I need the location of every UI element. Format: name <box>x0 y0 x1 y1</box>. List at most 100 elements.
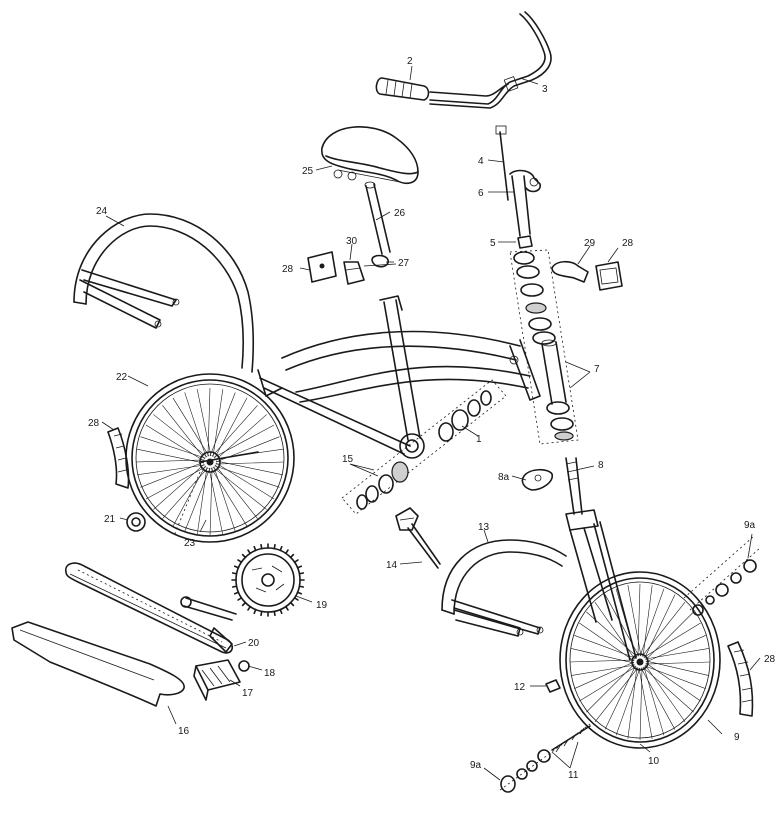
rear-wheel-spoke <box>162 467 209 519</box>
callout-11: 11 <box>568 770 579 781</box>
chainring-tooth <box>296 591 303 595</box>
front-wheel-spoke <box>642 666 694 713</box>
rear-wheel-spoke <box>215 414 267 461</box>
callout-19: 19 <box>316 600 328 611</box>
callout-1: 1 <box>476 434 482 445</box>
callout-12: 12 <box>514 682 526 693</box>
seat-reflector <box>307 251 337 283</box>
chainring <box>231 543 305 617</box>
callout-30: 30 <box>346 236 358 247</box>
front-wheel-spoke <box>579 666 637 702</box>
crank <box>180 596 250 672</box>
chainring-tooth <box>260 610 263 617</box>
rear-wheel-spoke <box>145 466 207 500</box>
front-wheel-spoke <box>570 648 635 664</box>
chainring-tooth <box>296 565 303 569</box>
rear-wheel-spoke <box>213 466 236 532</box>
front-wheel-spoke <box>645 661 711 665</box>
chainring-tooth <box>237 559 243 564</box>
fork-lock-clip <box>521 468 553 491</box>
chainring-tooth <box>233 591 240 595</box>
rear-wheel-spoke <box>153 414 208 458</box>
chainring-tooth <box>237 596 243 601</box>
rear-wheel-spoke <box>211 405 258 457</box>
callout-14: 14 <box>386 560 398 571</box>
chainring-tooth <box>289 601 295 607</box>
seat-post <box>364 181 391 255</box>
rear-wheel-spoke <box>153 463 205 510</box>
callout-17: 17 <box>242 688 254 699</box>
chainring-tooth <box>279 608 283 615</box>
chainring-tooth <box>293 596 299 601</box>
rear-wheel-spoke <box>213 424 275 458</box>
chainring-tooth <box>231 572 238 575</box>
front-wheel-spoke <box>645 635 706 663</box>
chainring-tooth <box>233 565 240 569</box>
front-fender <box>441 539 567 637</box>
front-wheel-spoke <box>586 611 638 658</box>
front-wheel-spoke <box>594 667 639 722</box>
front-wheel-spoke <box>574 635 636 659</box>
front-wheel-spoke <box>645 660 710 676</box>
chainring-tooth <box>284 605 289 611</box>
front-wheel-spoke <box>639 588 665 657</box>
expander-wedge <box>517 235 533 249</box>
callout-5: 5 <box>490 238 496 249</box>
rear-wheel-spoke <box>140 461 205 488</box>
callout-2: 2 <box>407 56 413 67</box>
rear-wheel-spoke <box>137 448 205 464</box>
rear-wheel-spoke <box>214 464 258 519</box>
callout-10: 10 <box>648 756 660 767</box>
callout-28-seat: 28 <box>282 264 294 275</box>
front-wheel-spoke <box>586 663 635 713</box>
chainring-tooth <box>284 549 289 555</box>
rear-wheel-spoke <box>212 389 224 457</box>
callout-27: 27 <box>398 258 410 269</box>
callout-labels: 1 2 3 4 5 6 7 8 8a 9 9a 9a 10 11 12 13 1… <box>88 56 776 781</box>
rear-wheel-spoke <box>162 405 206 460</box>
rear-wheel-spoke <box>215 461 285 465</box>
callout-13: 13 <box>478 522 490 533</box>
rear-sprocket <box>126 512 146 532</box>
saddle <box>321 126 419 185</box>
front-wheel-spoke <box>645 611 694 661</box>
callout-9: 9 <box>734 732 740 743</box>
callout-9a-lower: 9a <box>470 760 482 771</box>
chainring-tooth <box>293 559 299 564</box>
rear-wheel-spoke <box>215 460 283 476</box>
front-wheel <box>559 571 721 749</box>
chainring-tooth <box>289 553 295 559</box>
front-wheel-spoke <box>569 659 635 663</box>
handlebar <box>429 11 552 109</box>
front-wheel-spoke <box>644 664 686 722</box>
chainring-tooth <box>298 585 305 588</box>
rear-wheel-spoke <box>209 392 236 457</box>
front-wheel-spoke <box>638 667 653 739</box>
front-axle-parts-lower <box>499 723 591 793</box>
callout-4: 4 <box>478 156 484 167</box>
callout-18: 18 <box>264 668 276 679</box>
leader-lines <box>101 65 761 781</box>
chainring-tooth <box>247 549 252 555</box>
callout-25: 25 <box>302 166 314 177</box>
front-wheel-spoke <box>627 667 638 739</box>
frame <box>257 295 541 459</box>
seat-clamp <box>363 254 397 268</box>
chainring-tooth <box>247 605 252 611</box>
rear-wheel <box>125 373 295 543</box>
axle-nut <box>545 679 561 693</box>
callout-7: 7 <box>594 364 600 375</box>
callout-3: 3 <box>542 84 548 95</box>
stem-bolt <box>495 125 509 201</box>
callout-16: 16 <box>178 726 190 737</box>
chainring-tooth <box>273 543 276 550</box>
front-wheel-spoke <box>645 648 709 660</box>
front-wheel-spoke <box>640 667 676 730</box>
head-reflector <box>595 261 623 291</box>
callout-15: 15 <box>342 454 354 465</box>
rear-wheel-spoke <box>172 397 210 457</box>
chainring-tooth <box>279 545 283 552</box>
rear-wheel-spoke <box>212 466 267 510</box>
bottom-bracket-parts <box>341 379 507 515</box>
